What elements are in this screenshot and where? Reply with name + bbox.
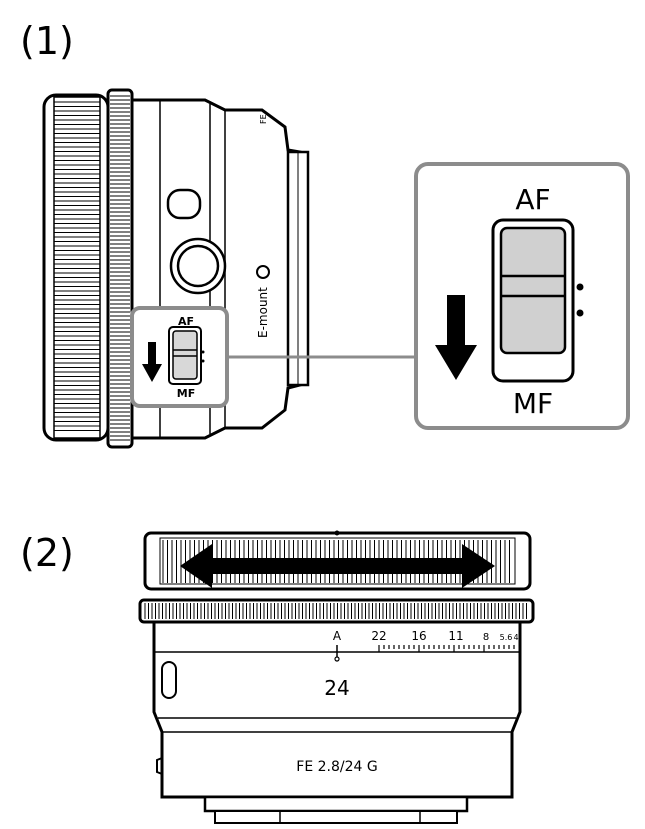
switch-small-mf: MF <box>177 387 195 400</box>
scale-label-22: 22 <box>371 629 386 643</box>
focus-ring <box>106 88 134 449</box>
switch-small-af: AF <box>178 315 194 328</box>
scale-label-11: 11 <box>448 629 463 643</box>
arrow-down-icon-large <box>435 295 477 380</box>
switch-zoom-mf: MF <box>513 387 553 420</box>
focus-ring-2 <box>138 598 535 624</box>
mount-index-icon <box>256 265 270 279</box>
mount-text: E-mount <box>256 287 270 338</box>
rotate-arrow-icon <box>180 544 495 588</box>
switch-callout-zoom <box>414 162 630 430</box>
scale-label-16: 16 <box>411 629 426 643</box>
scale-label-8: 8 <box>483 632 489 643</box>
aperture-ring <box>143 530 532 591</box>
scale-label-4: 4 <box>513 633 518 642</box>
scale-label-a: A <box>333 629 342 643</box>
mount-mark: FE <box>259 114 268 124</box>
arrow-down-icon <box>142 342 162 382</box>
focal-length: 24 <box>324 676 349 700</box>
lens-model: FE 2.8/24 G <box>296 759 377 775</box>
lens-barrel-2 <box>152 620 522 824</box>
figure-1-label: (1) <box>20 19 74 63</box>
figure-2-label: (2) <box>20 531 74 575</box>
front-grip-ring <box>42 93 110 442</box>
switch-zoom-af: AF <box>515 183 550 216</box>
scale-label-5-6: 5.6 <box>500 633 513 642</box>
